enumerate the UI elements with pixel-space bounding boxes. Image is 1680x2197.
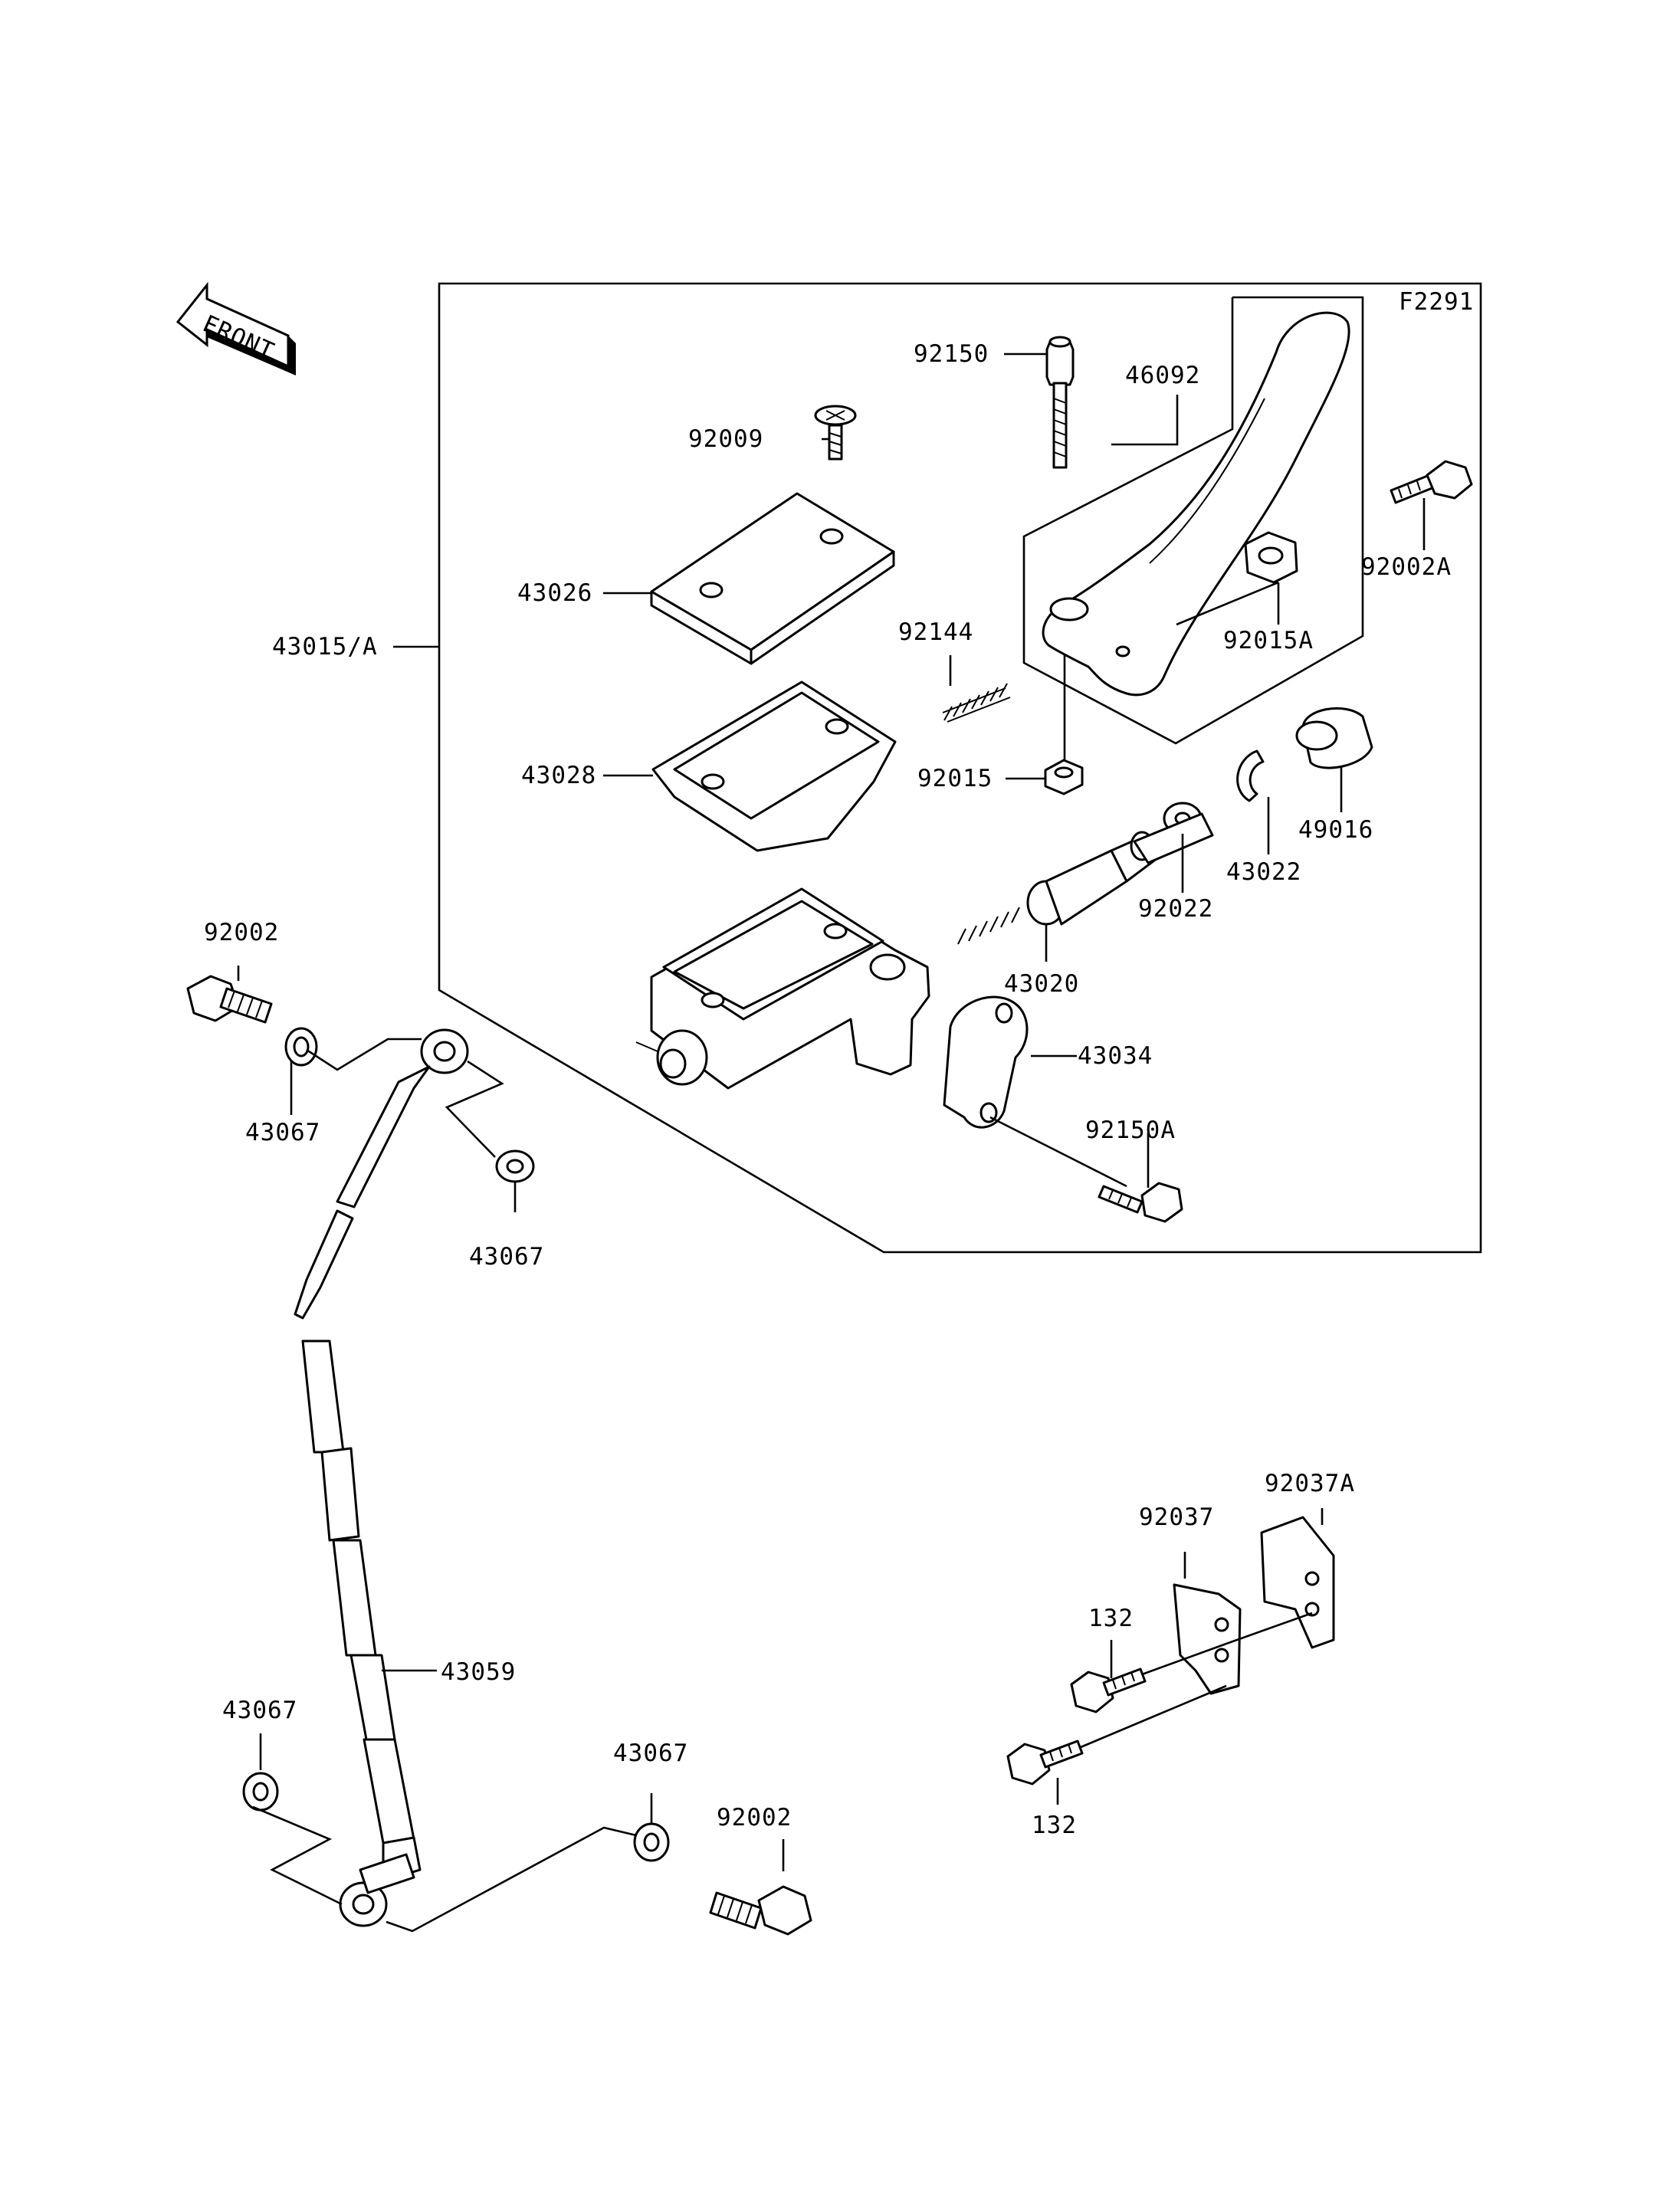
label-46092: 46092 — [1125, 362, 1200, 389]
diaphragm-43028 — [651, 680, 897, 852]
label-92144: 92144 — [898, 618, 973, 646]
label-43034: 43034 — [1078, 1042, 1153, 1070]
figure-code: F2291 — [1399, 288, 1474, 316]
label-92002-top: 92002 — [204, 919, 279, 946]
label-49016: 49016 — [1298, 816, 1373, 844]
label-132-a: 132 — [1088, 1605, 1134, 1632]
cap-43026 — [650, 492, 895, 665]
piston-43020 — [957, 812, 1214, 945]
label-43059: 43059 — [441, 1658, 516, 1686]
label-92015A: 92015A — [1223, 627, 1314, 654]
master-cylinder-body — [635, 887, 930, 1090]
bolt-132-a — [1070, 1667, 1147, 1713]
spring-92144 — [942, 683, 1011, 723]
label-43067-a: 43067 — [245, 1119, 320, 1146]
assembly-boundary — [438, 282, 1482, 1254]
label-43067-c: 43067 — [222, 1697, 297, 1724]
label-43026: 43026 — [517, 579, 592, 607]
bolt-92150A — [1098, 1182, 1183, 1223]
washer-43067-b — [495, 1149, 535, 1183]
boot-49016 — [1295, 707, 1373, 769]
label-92015: 92015 — [917, 765, 993, 792]
leader-lines — [237, 353, 1426, 1933]
screw-92009 — [814, 405, 857, 461]
label-92002A: 92002A — [1361, 553, 1452, 581]
front-arrow-icon: FRONT — [176, 281, 296, 375]
clamp-43034 — [943, 995, 1029, 1129]
lever-subgroup-boundary — [1022, 296, 1364, 745]
label-92037: 92037 — [1139, 1503, 1214, 1531]
label-92037A: 92037A — [1265, 1470, 1355, 1497]
label-132-b: 132 — [1032, 1812, 1077, 1839]
bracket-92037 — [1173, 1583, 1242, 1695]
washer-43067-a — [284, 1027, 318, 1067]
bolt-92002A — [1390, 460, 1473, 504]
label-43067-d: 43067 — [613, 1740, 688, 1767]
washer-43067-d — [633, 1822, 670, 1862]
banjo-bolt-92002-top — [186, 975, 273, 1024]
label-92150: 92150 — [914, 340, 989, 368]
lever-46092 — [1042, 311, 1350, 697]
label-43020: 43020 — [1004, 970, 1079, 998]
nut-92015A — [1244, 531, 1298, 584]
bolt-132-b — [1006, 1740, 1084, 1785]
bracket-92037A — [1260, 1516, 1335, 1649]
brake-hose-43059 — [294, 1028, 469, 1927]
part-labels: 92150 46092 92009 92002A 43026 43015/A 9… — [204, 340, 1452, 1839]
washer-43067-c — [242, 1772, 279, 1812]
label-92150A: 92150A — [1085, 1117, 1176, 1144]
circlip-43022 — [1236, 749, 1265, 802]
label-43022: 43022 — [1226, 858, 1301, 886]
label-43015A: 43015/A — [272, 633, 378, 661]
label-92002-bottom: 92002 — [717, 1804, 792, 1831]
banjo-bolt-92002-bottom — [709, 1885, 812, 1936]
nut-92015 — [1044, 759, 1084, 795]
label-43028: 43028 — [521, 762, 596, 789]
label-92022: 92022 — [1138, 895, 1213, 923]
label-92009: 92009 — [688, 425, 763, 453]
label-43067-b: 43067 — [469, 1243, 544, 1271]
bolt-92150 — [1045, 336, 1075, 469]
